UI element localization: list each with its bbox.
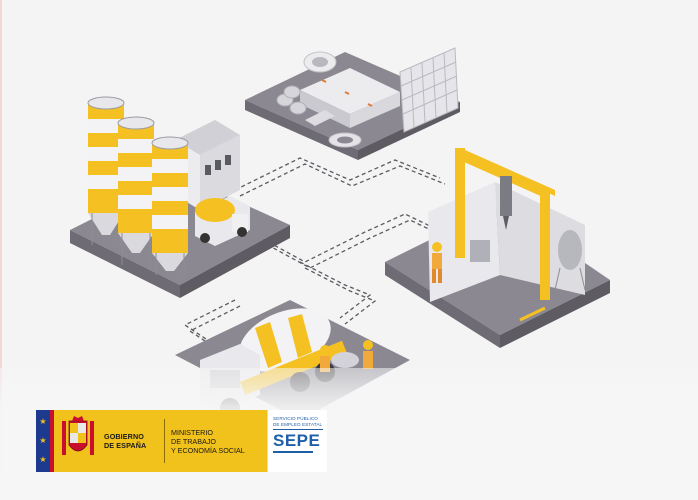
sepe-rule bbox=[273, 429, 323, 431]
sepe-logo: SERVICIO PÚBLICO DE EMPLEO ESTATAL SEPE bbox=[267, 410, 327, 472]
small-mixer-truck bbox=[195, 196, 250, 246]
eu-flag-strip: ★ ★ ★ bbox=[36, 410, 50, 472]
ministerio-line-2: DE TRABAJO bbox=[171, 436, 216, 446]
sepe-wordmark: SEPE bbox=[273, 431, 321, 451]
silo-plant-illustration bbox=[70, 96, 290, 298]
ministerio-line-1: MINISTERIO bbox=[171, 427, 213, 437]
sepe-subtitle-1: SERVICIO PÚBLICO bbox=[273, 416, 318, 421]
silo-group bbox=[87, 96, 189, 275]
gobierno-ministerio-logo: ★ ★ ★ GOBIERNO DE ESPAÑA MINISTERIO DE T… bbox=[36, 410, 267, 472]
red-strip bbox=[50, 410, 54, 472]
gobierno-line-2: DE ESPAÑA bbox=[104, 441, 147, 450]
institutional-logo-bar: ★ ★ ★ GOBIERNO DE ESPAÑA MINISTERIO DE T… bbox=[36, 410, 328, 472]
left-accent-line bbox=[0, 0, 2, 500]
worker-figure bbox=[432, 242, 442, 283]
gantry-crane-illustration bbox=[385, 148, 610, 348]
sepe-subtitle-2: DE EMPLEO ESTATAL bbox=[273, 421, 323, 427]
ministerio-text: MINISTERIO DE TRABAJO Y ECONOMÍA SOCIAL bbox=[171, 428, 267, 455]
gobierno-line-1: GOBIERNO bbox=[104, 432, 144, 441]
star-icon: ★ bbox=[39, 436, 47, 445]
logo-divider bbox=[164, 419, 165, 463]
ministerio-line-3: Y ECONOMÍA SOCIAL bbox=[171, 445, 245, 455]
workers-illustration bbox=[320, 340, 373, 372]
sepe-underline bbox=[273, 451, 313, 454]
gobierno-text: GOBIERNO DE ESPAÑA bbox=[104, 432, 158, 450]
star-icon: ★ bbox=[39, 417, 47, 426]
coat-of-arms-icon bbox=[62, 416, 94, 455]
precast-yard-illustration bbox=[245, 47, 460, 160]
star-icon: ★ bbox=[39, 455, 47, 464]
